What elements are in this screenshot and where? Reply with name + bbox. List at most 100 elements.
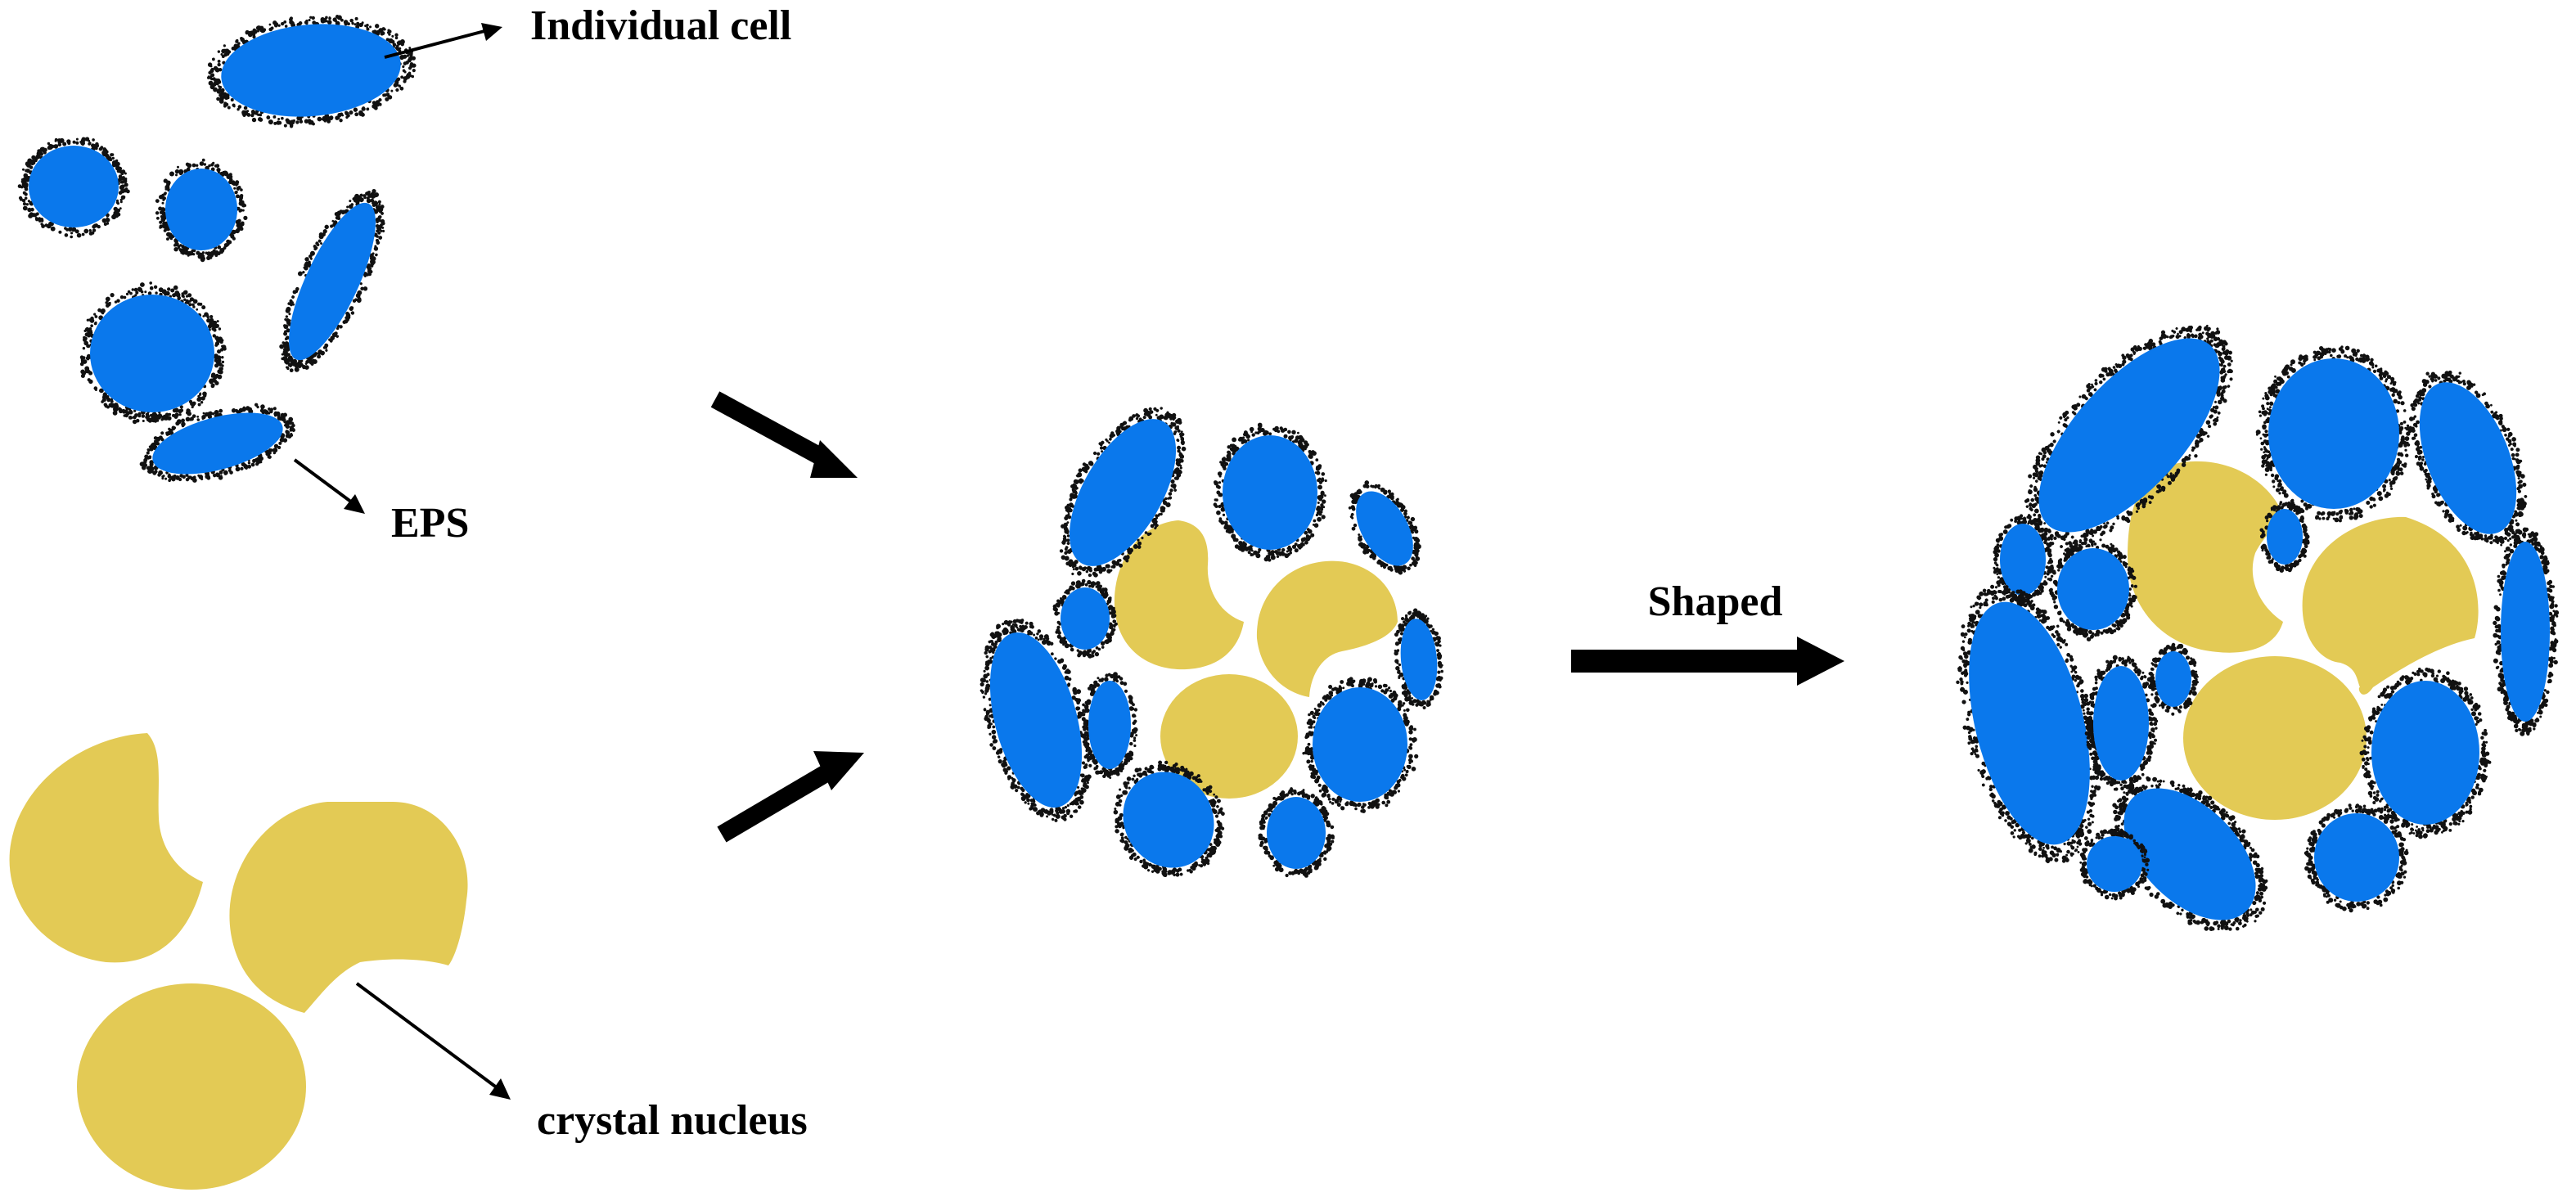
arrow-cells-to-aggregate — [710, 391, 858, 478]
individual-cell — [155, 158, 248, 263]
eps-layer — [2083, 655, 2159, 791]
cell-body — [2057, 548, 2129, 630]
aggregate-cell — [2146, 642, 2199, 716]
eps-layer — [1258, 787, 1335, 878]
cell-body — [1400, 619, 1438, 700]
cell-body — [152, 412, 283, 475]
cell-body — [1267, 797, 1326, 869]
cell-body — [221, 24, 401, 117]
individual-cell — [279, 189, 385, 373]
shaped-crystals — [2128, 461, 2479, 820]
eps-layer — [155, 158, 248, 263]
individual-cell — [139, 403, 295, 483]
aggregate-cell — [1113, 760, 1225, 877]
eps-layer — [2359, 667, 2492, 839]
cell-body — [1356, 491, 1413, 566]
shaped-label: Shaped — [1648, 578, 1783, 625]
individual-cell-label: Individual cell — [530, 2, 791, 49]
cell-body — [2093, 666, 2149, 781]
individual-cell — [79, 281, 227, 425]
aggregate-cell — [1052, 578, 1118, 659]
crystal-nucleus — [229, 802, 468, 1013]
eps-layer — [2493, 527, 2560, 736]
aggregate-cell — [2304, 803, 2409, 913]
cell-body — [2501, 542, 2550, 722]
eps-layer — [1081, 672, 1138, 779]
eps-layer — [279, 189, 385, 373]
cell-body — [2087, 836, 2142, 892]
cell-body — [1969, 601, 2090, 845]
crystal-nucleus — [2128, 461, 2283, 653]
cell-body — [2419, 382, 2517, 534]
aggregate-crystals — [1114, 520, 1398, 799]
aggregate-cell — [1348, 480, 1421, 575]
eps-layer — [1052, 578, 1118, 659]
cell-body — [288, 202, 376, 361]
aggregate-cell — [2493, 527, 2560, 736]
eps-layer — [17, 137, 130, 239]
aggregate-cell — [1258, 787, 1335, 878]
eps-pointer — [293, 458, 365, 514]
aggregate-cell — [2359, 667, 2492, 839]
eps-layer — [2146, 642, 2199, 716]
cell-body — [2268, 358, 2399, 509]
aggregate-cell — [2259, 501, 2310, 573]
aggregate-cell — [1059, 407, 1187, 578]
crystal-nucleus — [1160, 674, 1298, 799]
cell-body — [29, 146, 119, 227]
eps-layer — [2255, 345, 2412, 523]
aggregate-cell — [1394, 608, 1443, 709]
crystal-nucleus — [2183, 656, 2367, 820]
crystal-nucleus-label: crystal nucleus — [537, 1097, 808, 1144]
crystal-nucleus — [9, 733, 204, 963]
eps-layer — [79, 281, 227, 425]
cell-body — [1313, 687, 1407, 802]
individual-cell — [17, 137, 130, 239]
eps-layer — [1213, 422, 1327, 562]
cell-body — [2123, 788, 2256, 920]
eps-layer — [1394, 608, 1443, 709]
aggregate-cell — [2255, 345, 2412, 523]
cell-body — [2371, 681, 2479, 825]
cell-body — [2314, 813, 2399, 902]
eps-layer — [2079, 828, 2150, 901]
crystal-nucleus — [1256, 560, 1398, 697]
crystal-nuclei-group — [9, 733, 468, 1190]
eps-label: EPS — [391, 500, 469, 547]
arrow-nuclei-to-aggregate — [717, 751, 864, 843]
eps-layer — [2259, 501, 2310, 573]
cell-body — [1088, 681, 1131, 769]
eps-layer — [2048, 538, 2137, 641]
individual-cell-pointer — [384, 23, 502, 59]
cell-body — [1069, 419, 1177, 566]
cell-body — [2155, 651, 2191, 707]
crystal-nucleus — [77, 983, 306, 1190]
individual-cells-group — [17, 15, 417, 483]
arrow-shaped — [1571, 637, 1844, 686]
individual-cell — [207, 15, 417, 128]
initial-aggregate — [980, 407, 1443, 878]
shaped-aggregate — [1956, 324, 2560, 931]
cell-body — [1061, 587, 1110, 650]
cell-body — [2038, 338, 2220, 533]
aggregate-cell — [1213, 422, 1327, 562]
eps-layer — [1302, 677, 1419, 813]
eps-layer — [2408, 370, 2528, 547]
aggregate-cell — [1302, 677, 1419, 813]
crystal-nucleus-pointer — [355, 982, 511, 1100]
cell-body — [989, 632, 1083, 808]
aggregate-cell — [2079, 828, 2150, 901]
cell-body — [1123, 772, 1214, 868]
crystal-nucleus — [1114, 520, 1244, 670]
cell-body — [90, 295, 214, 412]
aggregate-cell — [2408, 370, 2528, 547]
aggregate-cell — [1081, 672, 1138, 779]
cell-body — [165, 169, 237, 250]
aggregate-cell — [2048, 538, 2137, 641]
aggregate-cell — [980, 619, 1093, 822]
eps-layer — [1348, 480, 1421, 575]
eps-layer — [2304, 803, 2409, 913]
cell-body — [2000, 524, 2046, 596]
crystal-nucleus — [2302, 516, 2479, 695]
